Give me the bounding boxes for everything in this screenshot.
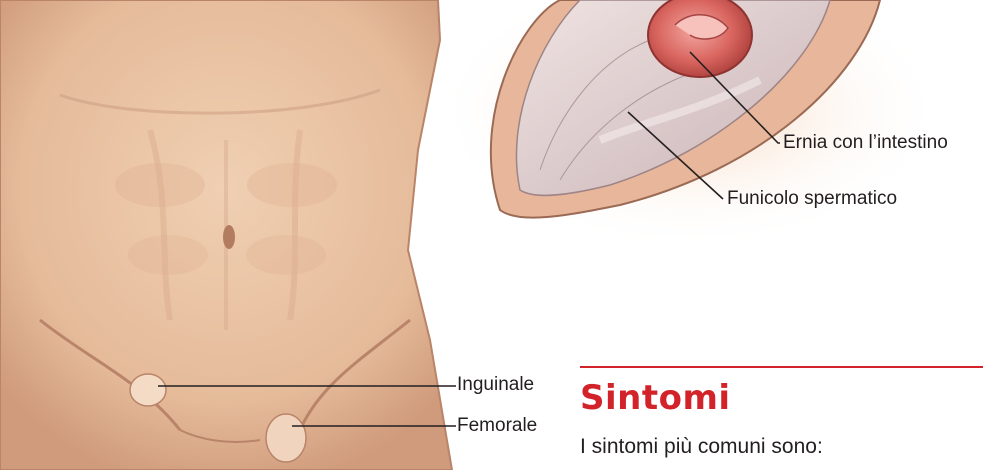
inguinal-bulge xyxy=(130,374,166,406)
section-heading: Sintomi xyxy=(580,378,731,418)
label-funicolo-spermatico: Funicolo spermatico xyxy=(727,188,897,210)
label-femorale: Femorale xyxy=(457,415,537,437)
torso-illustration xyxy=(0,0,452,470)
section-divider xyxy=(580,366,983,368)
surgical-view-illustration xyxy=(430,0,950,250)
navel xyxy=(223,225,235,249)
label-inguinale: Inguinale xyxy=(457,374,534,396)
label-ernia-intestino: Ernia con l’intestino xyxy=(783,132,948,154)
femoral-bulge xyxy=(266,414,306,462)
section-intro-text: I sintomi più comuni sono: xyxy=(580,435,823,459)
